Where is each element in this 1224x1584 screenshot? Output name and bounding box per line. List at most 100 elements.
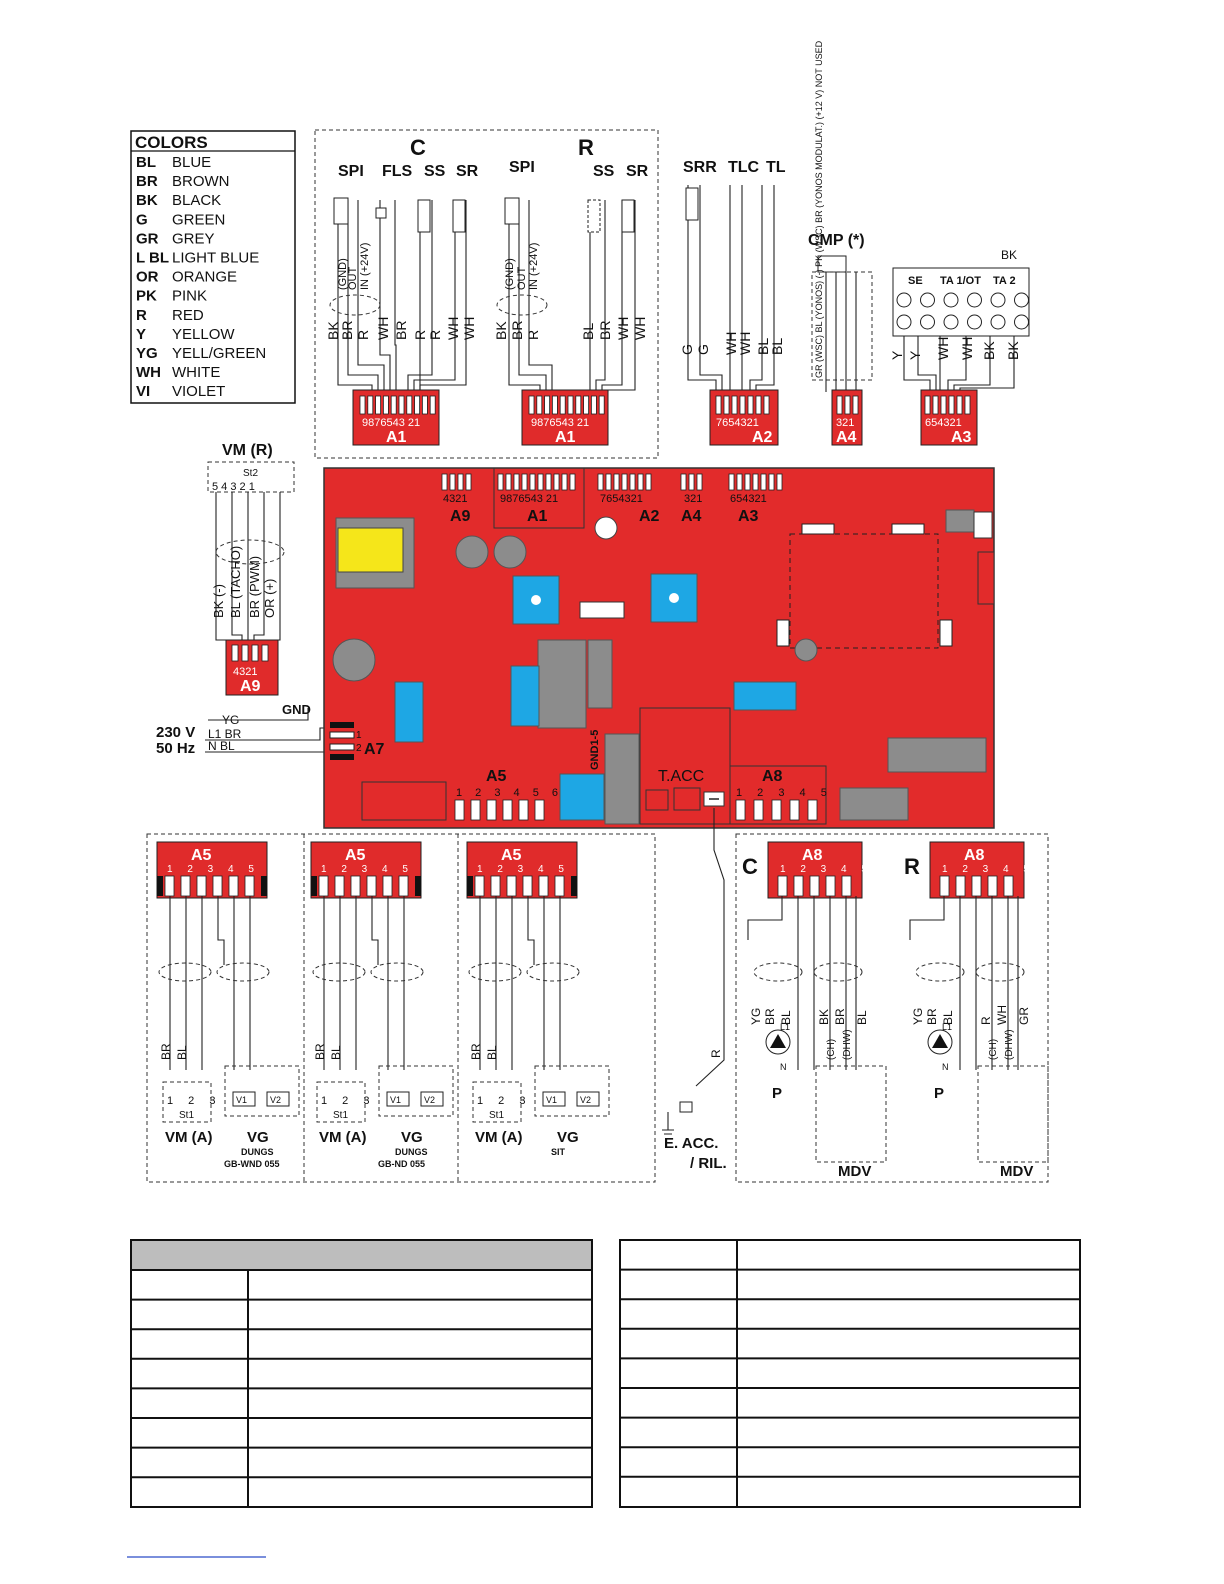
wire-wh2-a2: WH (737, 332, 753, 355)
legend-color-name: BLUE (172, 154, 211, 171)
wire-wh2-a3: WH (959, 337, 975, 360)
a4-pin-numbers: 321 (836, 417, 854, 429)
connector-pin (598, 395, 605, 415)
connector-pin (536, 395, 543, 415)
a5-pin-numbers: 1 2 3 4 5 6 (167, 864, 280, 875)
a8-label: A8 (802, 847, 823, 864)
wire-bl-a2: BL (755, 338, 771, 355)
power-nbl: N BL (208, 739, 235, 753)
mdv-wire-label: GR (1017, 1007, 1031, 1025)
legend-color-name: LIGHT BLUE (172, 250, 259, 267)
wire-wh-a2: WH (723, 332, 739, 355)
board-header-pin (696, 473, 703, 491)
connector-pin (359, 395, 366, 415)
a5-pin (522, 875, 533, 897)
mdv-variant-label: R (904, 854, 920, 879)
mdv-wire-label: BR (833, 1008, 847, 1025)
a5-pin (490, 875, 501, 897)
ta2-bk-label: BK (1001, 248, 1017, 262)
wire-gnd-c: (GND) (337, 258, 349, 290)
legend-color-name: PINK (172, 288, 207, 305)
pump-n: N (942, 1062, 949, 1072)
label-sr-c: SR (456, 163, 479, 180)
board-a8-pin (807, 799, 818, 821)
wire-label-bl-r: BL (580, 323, 596, 340)
wire-label-r-r: R (525, 330, 541, 340)
pump-n: N (780, 1062, 787, 1072)
v1-label: V1 (390, 1095, 401, 1105)
st1-label: St1 (489, 1110, 504, 1121)
a5-pin (350, 875, 361, 897)
wire-y2: Y (907, 350, 923, 360)
connector-pin (390, 395, 397, 415)
legend-color-name: ORANGE (172, 269, 237, 286)
svg-text:BL: BL (175, 1045, 189, 1060)
vg-label: VG (401, 1129, 423, 1146)
connector-pin (367, 395, 374, 415)
connector-pin (567, 395, 574, 415)
terminal-screw (1014, 292, 1029, 308)
st1-pins: 1 2 3 (167, 1095, 221, 1107)
connector-pin (956, 395, 963, 415)
cmp-group: CMP (*) GR (WSC) BL (YONOS) (-) PK (WSC)… (808, 40, 873, 446)
label-ta2: TA 2 (993, 275, 1016, 287)
connector-pin (552, 395, 558, 415)
legend-code: Y (136, 326, 146, 343)
wire-label-r2: R (412, 330, 428, 340)
label-ss-r: SS (593, 163, 615, 180)
vg-label: VG (247, 1129, 269, 1146)
terminal-screw (896, 314, 912, 330)
label-spi-r: SPI (509, 159, 535, 176)
eacc-label: E. ACC. (664, 1135, 718, 1152)
a5-label: A5 (345, 847, 366, 864)
label-tlc: TLC (728, 159, 760, 176)
connector-pin (251, 644, 259, 662)
mdv-wire-label: BK (817, 1009, 831, 1025)
vma-label: VM (A) (475, 1129, 523, 1146)
label-se: SE (908, 275, 923, 287)
legend-color-name: GREY (172, 230, 215, 247)
board-header-pin (521, 473, 528, 491)
board-header-pin (605, 473, 612, 491)
v2-label: V2 (580, 1095, 591, 1105)
svg-text:BR: BR (159, 1043, 173, 1060)
board-header-pin (728, 473, 735, 491)
a5-pin (366, 875, 377, 897)
vm-r-group: VM (R) St2 5 4 3 2 1 BK (-)BL (TACHO)BR … (207, 442, 295, 696)
a1r-pin-numbers: 9876543 21 (531, 417, 589, 429)
board-a2-pins: 7654321 (600, 493, 643, 505)
terminal-screw (920, 292, 935, 308)
label-r: R (578, 135, 594, 160)
legend-code: YG (136, 345, 158, 362)
a2-pin-numbers: 7654321 (716, 417, 759, 429)
connector-pin (763, 395, 770, 415)
a7-pin1: 1 (356, 730, 362, 741)
wire-label-br: BR (339, 321, 355, 340)
mdv-ch: (CH) (988, 1039, 999, 1060)
board-header-pin (760, 473, 767, 491)
a7-pin2: 2 (356, 743, 362, 754)
wire-label-br3-r: BR (597, 321, 613, 340)
connector-pin (544, 395, 550, 415)
board-header-pin (505, 473, 512, 491)
a5-pin (506, 875, 517, 897)
terminal-screw (920, 314, 935, 330)
table-right (619, 1239, 1081, 1508)
connector-pin (231, 644, 239, 662)
a8-pin (971, 875, 982, 897)
legend-code: BK (136, 192, 158, 209)
legend-code: G (136, 211, 148, 228)
table-left (130, 1239, 593, 1508)
a8-pin (939, 875, 950, 897)
terminal-screw (943, 314, 959, 330)
terminal-screw (896, 292, 912, 308)
a8-pin (955, 875, 966, 897)
connector-pin (528, 395, 535, 415)
ril-label: / RIL. (690, 1155, 727, 1172)
board-header-pin (561, 473, 568, 491)
connector-pin (940, 395, 947, 415)
mdv-label: MDV (1000, 1163, 1033, 1180)
wire-in-c: IN (+24V) (359, 243, 371, 290)
